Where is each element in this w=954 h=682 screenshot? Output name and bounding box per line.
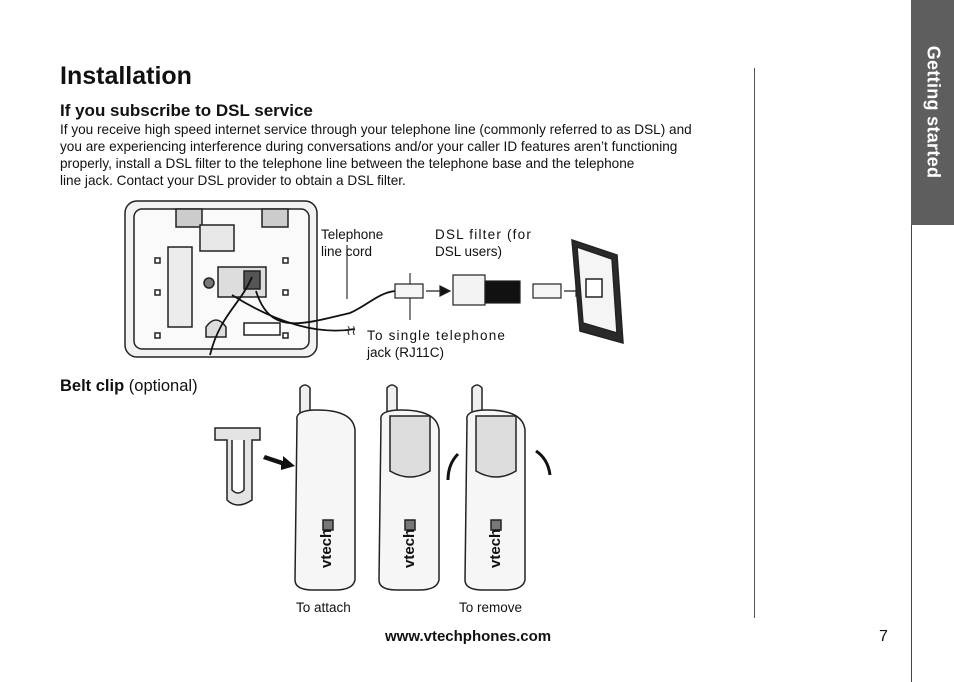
- telephone-line-cord-label: Telephone line cord: [321, 226, 383, 260]
- belt-clip-diagram: vtech vtech vtech: [214, 384, 552, 591]
- cord-lines: [209, 276, 396, 356]
- dsl-paragraph: If you receive high speed internet servi…: [60, 121, 760, 189]
- to-remove-label: To remove: [459, 600, 523, 615]
- brand-text: vtech: [318, 529, 335, 568]
- dsl-heading: If you subscribe to DSL service: [60, 101, 313, 120]
- dsl-filter-label: DSL filter (for DSL users): [435, 226, 532, 260]
- column-divider: [754, 68, 755, 618]
- plug-and-filter: [394, 274, 588, 306]
- single-jack-label: To single telephone jack (RJ11C): [367, 327, 506, 361]
- dsl-filter-diagram: ≀≀: [124, 200, 624, 358]
- dsl-paragraph-line: properly, install a DSL filter to the te…: [60, 156, 635, 171]
- attach-arrow: [263, 455, 295, 470]
- side-rule: [911, 225, 912, 682]
- label-line: line cord: [321, 244, 373, 259]
- label-line: jack (RJ11C): [367, 345, 445, 360]
- footer-url: www.vtechphones.com: [385, 628, 552, 645]
- belt-clip-part: [214, 427, 261, 506]
- belt-clip-title: Belt clip: [60, 377, 125, 395]
- belt-clip-note: (optional): [128, 377, 198, 395]
- remove-arrow-2: [535, 449, 552, 476]
- section-side-tab: Getting started: [911, 0, 954, 225]
- dsl-paragraph-line: If you receive high speed internet servi…: [60, 122, 692, 137]
- label-line: To single telephone: [367, 328, 507, 343]
- handset-attach: [294, 384, 356, 591]
- remove-arrow-1: [446, 452, 460, 481]
- dsl-paragraph-line: line jack. Contact your DSL provider to …: [60, 173, 406, 188]
- label-line: DSL users): [435, 244, 503, 259]
- label-line: DSL filter (for: [435, 227, 533, 242]
- telephone-base-illustration: [124, 200, 318, 358]
- to-attach-label: To attach: [296, 600, 351, 615]
- brand-text: vtech: [487, 529, 504, 568]
- wall-jack: [571, 238, 624, 345]
- handset-remove-1: [378, 384, 440, 591]
- belt-clip-heading: Belt clip (optional): [60, 377, 198, 396]
- svg-text:≀≀: ≀≀: [346, 322, 357, 338]
- page-title: Installation: [60, 62, 192, 90]
- side-tab-label: Getting started: [923, 45, 943, 179]
- handset-remove-2: [464, 384, 526, 591]
- brand-text: vtech: [401, 529, 418, 568]
- label-line: Telephone: [321, 227, 384, 242]
- dsl-paragraph-line: you are experiencing interference during…: [60, 139, 678, 154]
- page-number: 7: [879, 628, 888, 645]
